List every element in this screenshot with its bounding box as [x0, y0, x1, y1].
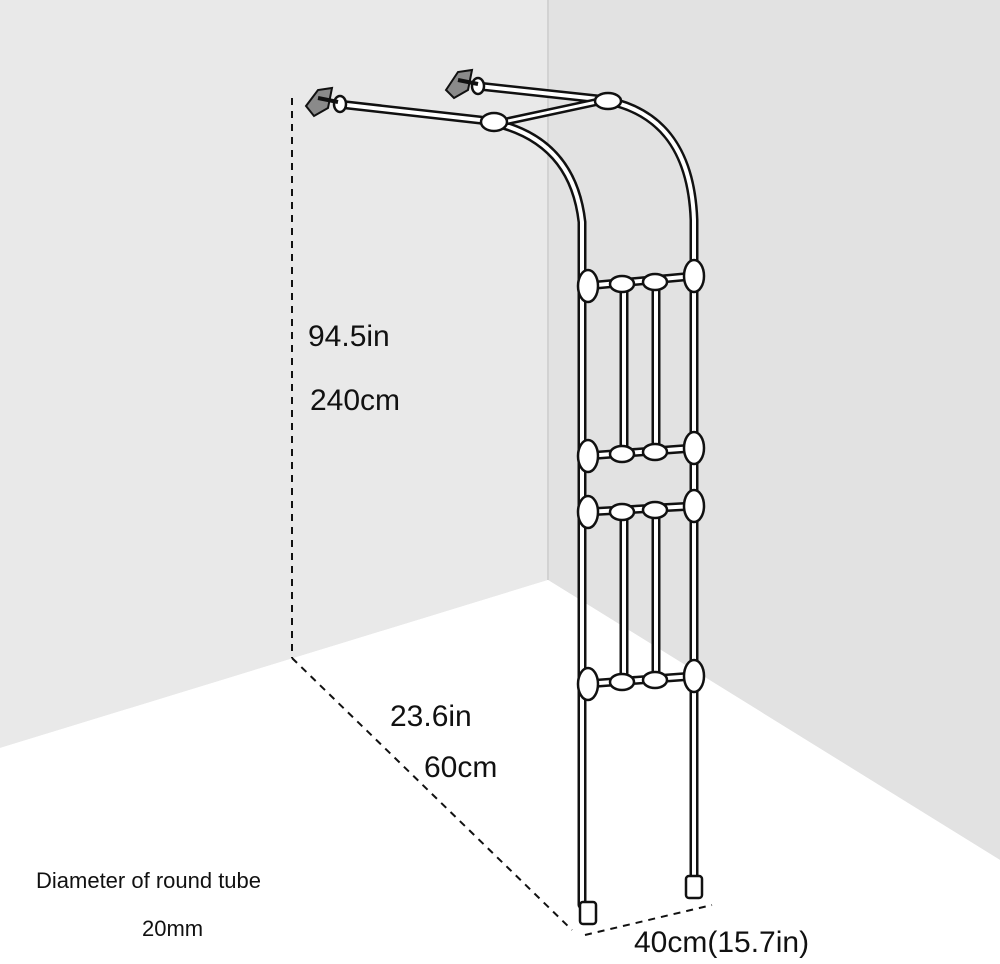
rack-connectors — [332, 76, 706, 926]
wall-mount-left — [304, 86, 339, 118]
depth-dimension-line — [291, 657, 573, 931]
floor — [0, 580, 1000, 964]
depth-cm-label: 60cm — [424, 751, 498, 784]
tube-diameter-value: 20mm — [142, 916, 204, 941]
right-wall — [548, 0, 1000, 860]
width-label: 40cm(15.7in) — [634, 926, 810, 959]
left-wall — [0, 0, 548, 748]
depth-inches-label: 23.6in — [390, 700, 472, 733]
height-inches-label: 94.5in — [308, 320, 390, 353]
tube-diameter-caption: Diameter of round tube — [36, 868, 262, 893]
width-dimension-line — [584, 904, 713, 936]
height-cm-label: 240cm — [310, 384, 401, 417]
wall-mount-right — [444, 68, 479, 100]
